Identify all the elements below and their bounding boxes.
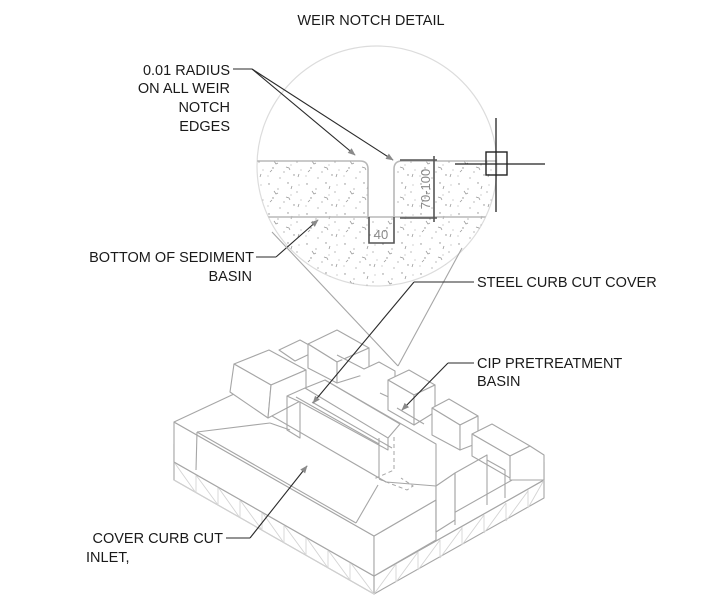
- sediment-bottom-callout: BOTTOM OF SEDIMENT BASIN: [89, 219, 319, 285]
- detail-cone-lines: [271, 231, 463, 367]
- curb-cut-inlet-callout: COVER CURB CUT INLET,: [86, 465, 308, 566]
- svg-text:ON ALL WEIR: ON ALL WEIR: [138, 81, 230, 97]
- svg-text:INLET,: INLET,: [86, 550, 130, 566]
- svg-text:CIP PRETREATMENT: CIP PRETREATMENT: [477, 356, 622, 372]
- svg-text:COVER CURB CUT: COVER CURB CUT: [92, 531, 223, 547]
- notch-width-dimension: 40: [368, 217, 395, 244]
- radius-note-leader: [233, 68, 394, 161]
- svg-text:STEEL CURB CUT COVER: STEEL CURB CUT COVER: [477, 275, 657, 291]
- svg-text:EDGES: EDGES: [179, 119, 230, 135]
- pretreatment-basin-callout: CIP PRETREATMENT BASIN: [401, 356, 622, 411]
- svg-text:BASIN: BASIN: [208, 269, 252, 285]
- svg-text:NOTCH: NOTCH: [178, 100, 230, 116]
- steel-cover-callout: STEEL CURB CUT COVER: [312, 275, 657, 404]
- radius-note-label: 0.01 RADIUS ON ALL WEIR NOTCH EDGES: [138, 63, 230, 135]
- notch-width-value: 40: [374, 227, 388, 242]
- notch-depth-dimension: 70-100: [400, 156, 437, 222]
- drawing-title: WEIR NOTCH DETAIL: [297, 13, 444, 29]
- svg-text:BASIN: BASIN: [477, 374, 521, 390]
- svg-text:BOTTOM OF SEDIMENT: BOTTOM OF SEDIMENT: [89, 250, 254, 266]
- notch-depth-value: 70-100: [418, 169, 433, 209]
- svg-text:0.01 RADIUS: 0.01 RADIUS: [143, 63, 230, 79]
- section-marker-icon: [455, 118, 545, 212]
- isometric-basin-model: [173, 329, 545, 595]
